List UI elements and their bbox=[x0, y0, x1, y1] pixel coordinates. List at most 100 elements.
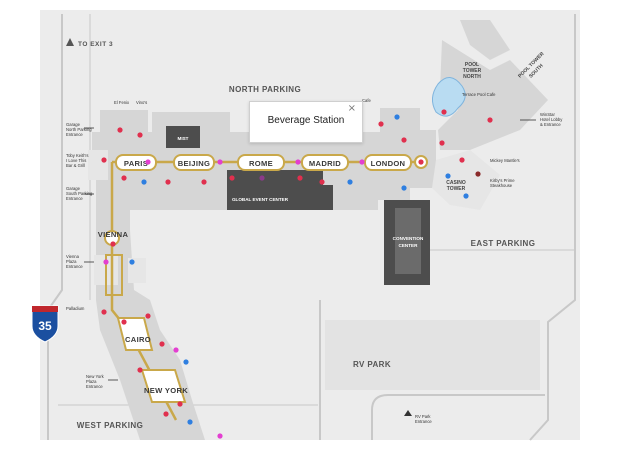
svg-text:Garage: Garage bbox=[66, 122, 81, 127]
svg-text:Entrance: Entrance bbox=[86, 384, 103, 389]
city-beijing: BEIJING bbox=[178, 159, 210, 168]
shop-marker[interactable] bbox=[145, 159, 151, 165]
restroom-marker[interactable] bbox=[463, 193, 469, 199]
svg-text:Hotel Lobby: Hotel Lobby bbox=[540, 117, 563, 122]
mist-building bbox=[166, 126, 200, 148]
restaurant-marker[interactable] bbox=[101, 157, 107, 163]
label-palladium: Palladium bbox=[66, 306, 85, 311]
svg-text:Vienna: Vienna bbox=[66, 254, 80, 259]
svg-text:RV Park: RV Park bbox=[415, 414, 431, 419]
label-cafe: Cafe bbox=[362, 98, 372, 103]
bar-marker[interactable] bbox=[259, 175, 265, 181]
restaurant-marker[interactable] bbox=[177, 401, 183, 407]
restaurant-marker[interactable] bbox=[121, 319, 127, 325]
steakhouse-marker[interactable] bbox=[475, 171, 481, 177]
restaurant-marker[interactable] bbox=[459, 157, 465, 163]
restroom-marker[interactable] bbox=[183, 359, 189, 365]
rv-park-area bbox=[325, 320, 540, 390]
exit-3-link[interactable]: TO EXIT 3 bbox=[66, 38, 113, 48]
city-london: LONDON bbox=[371, 159, 406, 168]
restroom-marker[interactable] bbox=[187, 419, 193, 425]
entrance-winstar-hotel[interactable]: WinStar Hotel Lobby & Entrance bbox=[520, 112, 563, 127]
label-toby-keith-1: Toby Keith's bbox=[66, 153, 88, 158]
restaurant-marker[interactable] bbox=[121, 175, 127, 181]
label-pool-tower-north-3: NORTH bbox=[463, 74, 481, 80]
popup-title: Beverage Station bbox=[267, 115, 345, 126]
label-mickey-mantle: Mickey Mantle's bbox=[490, 158, 520, 163]
entrance-rv-park[interactable]: RV Park Entrance bbox=[404, 410, 432, 424]
restaurant-marker[interactable] bbox=[145, 313, 151, 319]
entrance-garage-north[interactable]: Garage North Parking Entrance bbox=[66, 122, 94, 137]
city-paris: PARIS bbox=[124, 159, 148, 168]
label-toby-keith-2: I Love This bbox=[66, 158, 86, 163]
shop-marker[interactable] bbox=[217, 159, 223, 165]
convention-center-hall bbox=[395, 208, 421, 274]
label-convention: CONVENTION bbox=[393, 236, 424, 241]
arrow-up-icon bbox=[404, 410, 412, 416]
restaurant-marker[interactable] bbox=[378, 121, 384, 127]
svg-text:WinStar: WinStar bbox=[540, 112, 555, 117]
label-pool-bar: Terrace Pool Cafe bbox=[462, 92, 496, 97]
svg-text:Entrance: Entrance bbox=[415, 419, 432, 424]
restaurant-marker[interactable] bbox=[165, 179, 171, 185]
roads bbox=[47, 14, 576, 441]
label-global-event-center: GLOBAL EVENT CENTER bbox=[232, 197, 289, 202]
map-markers[interactable] bbox=[101, 109, 493, 439]
restaurant-marker[interactable] bbox=[439, 140, 445, 146]
restaurant-marker[interactable] bbox=[117, 127, 123, 133]
entrance-vienna-plaza[interactable]: Vienna Plaza Entrance bbox=[66, 254, 94, 269]
restaurant-marker[interactable] bbox=[159, 341, 165, 347]
shop-marker[interactable] bbox=[103, 259, 109, 265]
global-event-center-building bbox=[227, 170, 333, 210]
entrance-new-york-plaza[interactable]: New York Plaza Entrance bbox=[86, 374, 118, 389]
shop-marker[interactable] bbox=[217, 433, 223, 439]
pool bbox=[432, 77, 466, 117]
restaurant-marker[interactable] bbox=[441, 109, 447, 115]
restaurant-marker[interactable] bbox=[319, 179, 325, 185]
label-north-parking: NORTH PARKING bbox=[229, 85, 301, 94]
svg-text:New York: New York bbox=[86, 374, 105, 379]
restaurant-marker[interactable] bbox=[401, 137, 407, 143]
label-vinos: Vino's bbox=[136, 100, 147, 105]
svg-text:Plaza: Plaza bbox=[86, 379, 97, 384]
entrance-garage-south[interactable]: Garage South Parking Entrance bbox=[66, 186, 94, 201]
label-el-fenix: El Fenix bbox=[114, 100, 130, 105]
label-casino-tower-1: CASINO bbox=[446, 180, 466, 186]
label-kirby-prime-2: Steakhouse bbox=[490, 183, 513, 188]
restroom-marker[interactable] bbox=[129, 259, 135, 265]
restaurant-marker[interactable] bbox=[229, 175, 235, 181]
shop-marker[interactable] bbox=[359, 159, 365, 165]
label-toby-keith-3: Bar & Grill bbox=[66, 163, 85, 168]
restaurant-marker[interactable] bbox=[297, 175, 303, 181]
shop-marker[interactable] bbox=[173, 347, 179, 353]
restaurant-marker[interactable] bbox=[101, 309, 107, 315]
interstate-35-shield-icon: 35 bbox=[31, 305, 59, 343]
restroom-marker[interactable] bbox=[394, 114, 400, 120]
restaurant-marker[interactable] bbox=[487, 117, 493, 123]
location-popup: Beverage Station × bbox=[249, 101, 363, 143]
restroom-marker[interactable] bbox=[401, 185, 407, 191]
svg-text:North Parking: North Parking bbox=[66, 127, 92, 132]
shop-marker[interactable] bbox=[295, 159, 301, 165]
city-rome: ROME bbox=[249, 159, 273, 168]
arrow-up-icon bbox=[66, 38, 74, 46]
restaurant-marker[interactable] bbox=[137, 132, 143, 138]
svg-text:Entrance: Entrance bbox=[66, 132, 83, 137]
restaurant-marker[interactable] bbox=[201, 179, 207, 185]
restroom-marker[interactable] bbox=[445, 173, 451, 179]
label-rv-park: RV PARK bbox=[353, 360, 391, 369]
label-mist: MIST bbox=[178, 136, 189, 141]
label-pool-tower-north-2: TOWER bbox=[463, 68, 482, 74]
close-icon[interactable]: × bbox=[347, 103, 356, 114]
restaurant-marker[interactable] bbox=[163, 411, 169, 417]
svg-text:South Parking: South Parking bbox=[66, 191, 93, 196]
restroom-marker[interactable] bbox=[141, 179, 147, 185]
restaurant-marker[interactable] bbox=[137, 367, 143, 373]
restaurant-marker[interactable] bbox=[418, 159, 424, 165]
restroom-marker[interactable] bbox=[347, 179, 353, 185]
label-center: CENTER bbox=[399, 243, 419, 248]
label-casino-tower-2: TOWER bbox=[447, 186, 466, 192]
restaurant-marker[interactable] bbox=[110, 241, 116, 247]
city-madrid: MADRID bbox=[309, 159, 341, 168]
